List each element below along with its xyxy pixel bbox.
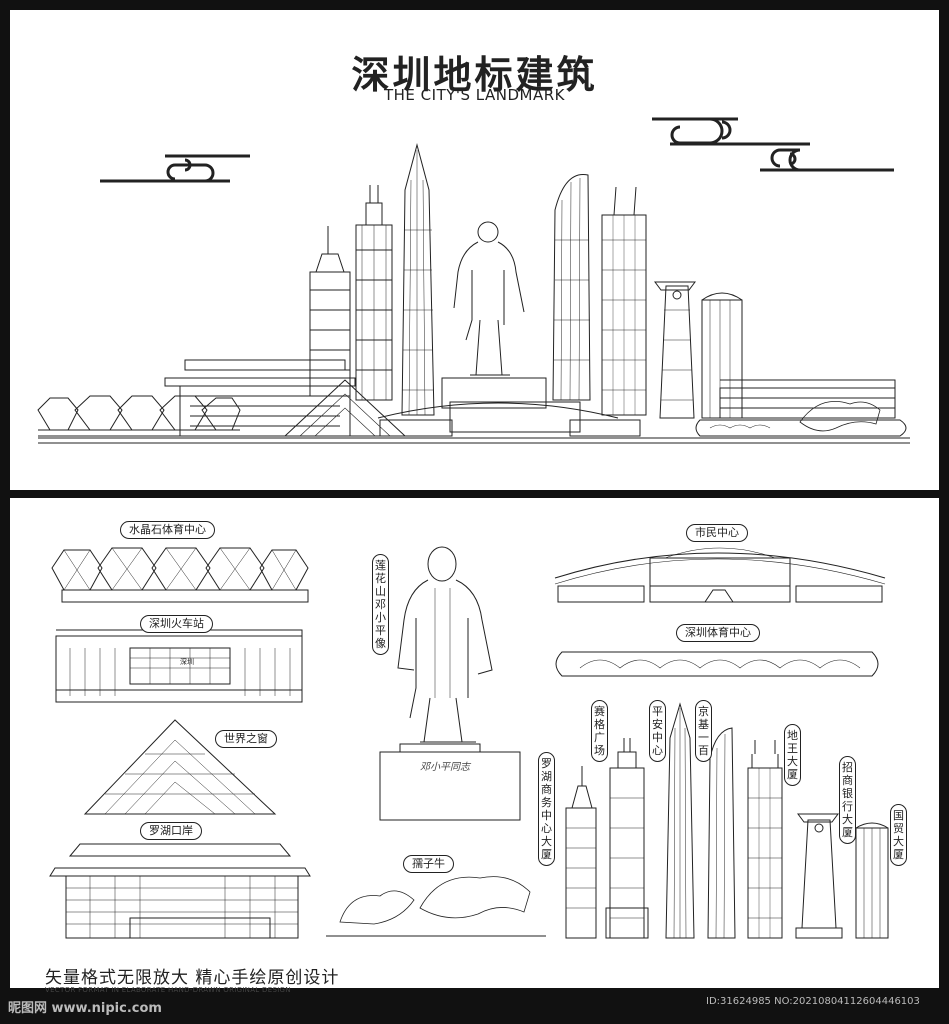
skyline-pingan <box>401 143 435 416</box>
slogan: 矢量格式无限放大 精心手绘原创设计 <box>45 968 340 988</box>
deng-statue-drawing <box>379 546 521 821</box>
label-civic-center: 市民中心 <box>686 524 748 542</box>
label-kingkey: 京基一百 <box>695 700 712 762</box>
luohu-port-drawing <box>49 843 311 939</box>
skyline-railway-station <box>719 379 896 419</box>
skyline-pyramid <box>283 379 407 437</box>
station-sign: 深圳 <box>180 657 194 666</box>
landmarks-panel: 深圳 邓小平同志 <box>10 498 939 988</box>
cloud-right-upper <box>652 117 810 146</box>
kingkey-tower-drawing <box>707 727 736 939</box>
label-window-of-world: 世界之窗 <box>215 730 277 748</box>
label-bull: 孺子牛 <box>403 855 454 873</box>
sports-center-drawing <box>555 651 879 677</box>
label-crystal-stadium: 水晶石体育中心 <box>120 521 215 539</box>
label-saige: 赛格广场 <box>591 700 608 762</box>
landmarks-illustration: 深圳 邓小平同志 <box>49 546 889 939</box>
railway-station-drawing <box>55 629 303 703</box>
watermark-id: ID:31624985 NO:20210804112604446103 <box>706 996 920 1007</box>
bull-drawing <box>326 876 546 937</box>
label-railway-station: 深圳火车站 <box>140 615 213 633</box>
civic-center-drawing <box>554 547 886 603</box>
skyline-panel: 深圳地标建筑 THE CITY'S LANDMARK <box>10 10 939 490</box>
luohu-business-tower-drawing <box>565 766 597 939</box>
skyline-tall-tower <box>601 186 647 416</box>
diwang-tower-drawing <box>747 740 783 939</box>
label-pingan: 平安中心 <box>649 700 666 762</box>
label-deng-statue: 莲花山邓小平像 <box>372 554 389 655</box>
page-title: 深圳地标建筑 <box>351 53 598 97</box>
skyline-illustration <box>37 117 910 444</box>
skyline-saige <box>309 226 351 397</box>
skyline-deng-statue <box>441 221 547 409</box>
statue-inscription: 邓小平同志 <box>420 761 472 773</box>
skyline-bull <box>799 400 881 432</box>
skyline-kingkey <box>552 173 591 401</box>
skyline-sports-center <box>695 419 907 437</box>
label-guomao: 国贸大厦 <box>890 804 907 866</box>
slogan-english: VECTOR FORMAT IN ELABORATE HAND-DRAWN OR… <box>45 986 291 994</box>
skyline-diwang <box>355 185 393 401</box>
label-diwang: 地王大厦 <box>784 724 801 786</box>
crystal-stadium-drawing <box>51 547 309 603</box>
label-luohu-port: 罗湖口岸 <box>140 822 202 840</box>
cloud-right-lower <box>760 148 894 172</box>
cloud-left <box>100 154 250 183</box>
label-luohu-business: 罗湖商务中心大厦 <box>538 752 555 866</box>
watermark-site: 昵图网 www.nipic.com <box>8 1001 162 1016</box>
skyline-guomao <box>701 292 743 419</box>
saige-tower-drawing <box>605 738 649 939</box>
guomao-tower-drawing <box>855 822 889 939</box>
label-sports-center: 深圳体育中心 <box>676 624 760 642</box>
skyline-luohu-port <box>164 359 356 437</box>
skyline-tapered-tower <box>654 281 696 419</box>
cmb-tower-drawing <box>795 813 843 939</box>
pingan-tower-drawing <box>665 702 695 939</box>
label-cmb: 招商银行大厦 <box>839 756 856 844</box>
pyramid-drawing <box>83 719 277 815</box>
page-subtitle: THE CITY'S LANDMARK <box>383 86 566 104</box>
skyline-civic-center <box>377 401 641 437</box>
skyline-crystal-stadium <box>37 395 241 437</box>
